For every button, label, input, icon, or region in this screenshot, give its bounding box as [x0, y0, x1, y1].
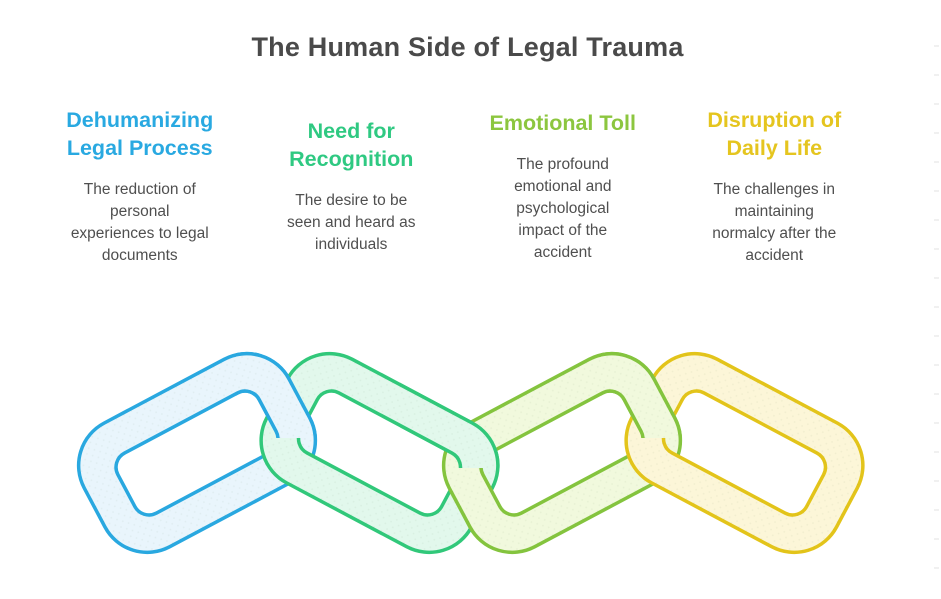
chain-link-lime-shape — [424, 334, 700, 572]
column-heading-emotional-toll: Emotional Toll — [489, 110, 636, 135]
chain-link-green-shape — [242, 334, 517, 572]
chain-link-yellow-texture — [609, 336, 880, 570]
column-heading-dehumanizing-legal-process: Dehumanizing Legal Process — [66, 107, 214, 160]
chain-link-green-texture — [244, 336, 515, 570]
chain-link-blue-shape — [59, 334, 335, 572]
column-description-disruption-of-daily-life: The challenges in maintaining normalcy a… — [712, 180, 837, 264]
column-need-for-recognition: Need for Recognition The desire to be se… — [246, 96, 458, 276]
column-description-dehumanizing-legal-process: The reduction of personal experiences to… — [70, 180, 209, 264]
right-edge-marks — [934, 45, 939, 570]
chain-link-blue-over-green-weave — [62, 337, 333, 570]
column-description-need-for-recognition: The desire to be seen and heard as indiv… — [287, 191, 416, 253]
column-dehumanizing-legal-process: Dehumanizing Legal Process The reduction… — [34, 96, 246, 276]
chain-link-yellow — [607, 334, 882, 572]
chain-link-lime — [424, 334, 700, 572]
column-heading-disruption-of-daily-life: Disruption of Daily Life — [707, 107, 842, 160]
chain-link-lime-texture — [426, 336, 698, 570]
chain-link-blue-texture — [61, 336, 333, 570]
chain-link-green — [242, 334, 517, 572]
page-title: The Human Side of Legal Trauma — [251, 32, 684, 62]
column-emotional-toll: Emotional Toll The profound emotional an… — [457, 96, 669, 276]
column-description-emotional-toll: The profound emotional and psychological… — [514, 155, 612, 261]
column-disruption-of-daily-life: Disruption of Daily Life The challenges … — [669, 96, 881, 276]
chain-link-yellow-shape — [607, 334, 882, 572]
chain-link-blue — [59, 334, 335, 572]
column-heading-need-for-recognition: Need for Recognition — [289, 118, 414, 171]
columns-row: Dehumanizing Legal Process The reduction… — [34, 96, 880, 276]
chain-link-lime-over-yellow-weave — [427, 337, 698, 570]
chain-link-green-over-lime-weave — [244, 337, 515, 570]
